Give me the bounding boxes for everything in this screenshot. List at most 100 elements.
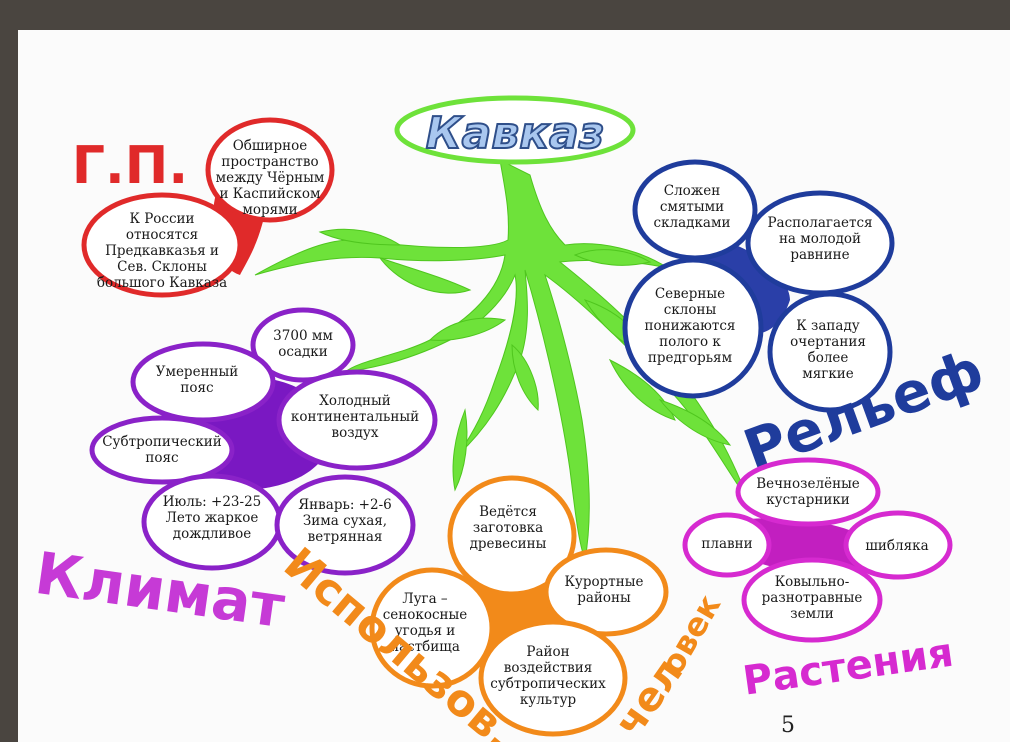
bubble-text-line: склоны — [664, 302, 717, 318]
usage-bubble-1 — [447, 475, 577, 597]
bubble-text-line: заготовка — [473, 520, 543, 536]
bubble-text-line: смятыми — [660, 199, 724, 215]
bubble-text-line: воздействия — [504, 660, 593, 676]
gp-bubble-1 — [205, 117, 335, 223]
title-text: Кавказ — [426, 108, 605, 159]
bubble-text-line: предгорьям — [648, 350, 733, 366]
bubble-text-line: Располагается — [767, 215, 872, 231]
bubble-text-line: культур — [520, 692, 576, 708]
bubble-text-line: понижаются — [645, 318, 736, 334]
bubble-text-line: Январь: +2-6 — [298, 497, 391, 513]
bubble-text-line: пространство — [221, 154, 318, 170]
bubble-text-line: Вечнозелёные — [756, 476, 860, 492]
bubble-text-line: Ведётся — [479, 504, 537, 520]
bubble-text-line: пастбища — [390, 639, 460, 655]
bubble-text-line: субтропических — [490, 676, 606, 692]
bubble-text-line: дождливое — [173, 526, 251, 542]
bubble-text-line: ветрянная — [308, 529, 383, 545]
climate-bubble-3 — [276, 369, 438, 471]
climate-bubble-4 — [89, 415, 235, 485]
bubble-text-line: Луга – — [402, 591, 448, 607]
relief-bubble-3 — [622, 257, 764, 399]
bubble-text-line: складками — [654, 215, 731, 231]
bubble-text-line: Сев. Склоны — [117, 259, 207, 275]
bubble-text-line: воздух — [332, 425, 379, 441]
bubble-text-line: Лето жаркое — [166, 510, 259, 526]
bubble-text-line: кустарники — [766, 492, 850, 508]
bubble-text-line: Субтропический — [102, 434, 222, 450]
bubble-text-line: очертания — [790, 334, 866, 350]
bubble-text-line: К западу — [796, 318, 860, 334]
gp-label: Г.П. — [72, 136, 188, 196]
bubble-text-line: Обширное — [233, 138, 308, 154]
climate-bubble-6 — [274, 474, 416, 576]
plants-bubble-2-text: плавни — [701, 536, 752, 552]
bubble-text-line: относятся — [126, 227, 198, 243]
bubble-text-line: мягкие — [802, 366, 854, 382]
bubble-text-line: Умеренный — [156, 364, 239, 380]
title-node: Кавказ — [394, 95, 636, 165]
gp-bubble-2 — [81, 192, 243, 298]
bubble-text-line: пояс — [180, 380, 213, 396]
bubble-text-line: на молодой — [779, 231, 861, 247]
plants-bubble-2 — [682, 512, 772, 578]
bubble-text-line: угодья и — [395, 623, 456, 639]
bubble-text-line: осадки — [278, 344, 328, 360]
usage-bubble-3 — [369, 567, 495, 689]
plants-bubble-3-text: шибляка — [865, 538, 928, 554]
bubble-text-line: 3700 мм — [273, 328, 333, 344]
bubble-text-line: между Чёрным — [216, 170, 325, 186]
page-number: 5 — [781, 713, 795, 738]
bubble-text-line: Предкавказья и — [105, 243, 219, 259]
bubble-text-line: шибляка — [865, 538, 928, 554]
bubble-text-line: Курортные — [564, 574, 643, 590]
bubble-text-line: Сложен — [664, 183, 720, 199]
green-branches — [254, 159, 749, 562]
bubble-text-line: Июль: +23-25 — [163, 494, 262, 510]
bubble-text-line: равнине — [790, 247, 849, 263]
bubble-text-line: разнотравные — [762, 590, 863, 606]
bubble-text-line: плавни — [701, 536, 752, 552]
bubble-text-line: большого Кавказа — [97, 275, 227, 291]
plants-bubble-4 — [741, 557, 883, 643]
bubble-text-line: Ковыльно- — [775, 574, 850, 590]
usage-bubble-4 — [478, 619, 628, 737]
usage-bubble-2 — [543, 547, 669, 637]
plants-label: Растения — [740, 630, 956, 705]
climate-bubble-2 — [130, 341, 276, 423]
bubble-text-line: древесины — [470, 536, 547, 552]
bubble-text-line: полого к — [659, 334, 721, 350]
bubble-text-line: Зима сухая, — [303, 513, 387, 529]
bubble-text-line: Район — [526, 644, 569, 660]
bubble-text-line: сенокосные — [383, 607, 468, 623]
bubble-text-line: Северные — [655, 286, 725, 302]
climate-bubble-1 — [250, 307, 356, 383]
bubble-text-line: земли — [790, 606, 833, 622]
plants-bubble-1 — [735, 457, 881, 527]
bubble-text-line: Холодный — [319, 393, 391, 409]
